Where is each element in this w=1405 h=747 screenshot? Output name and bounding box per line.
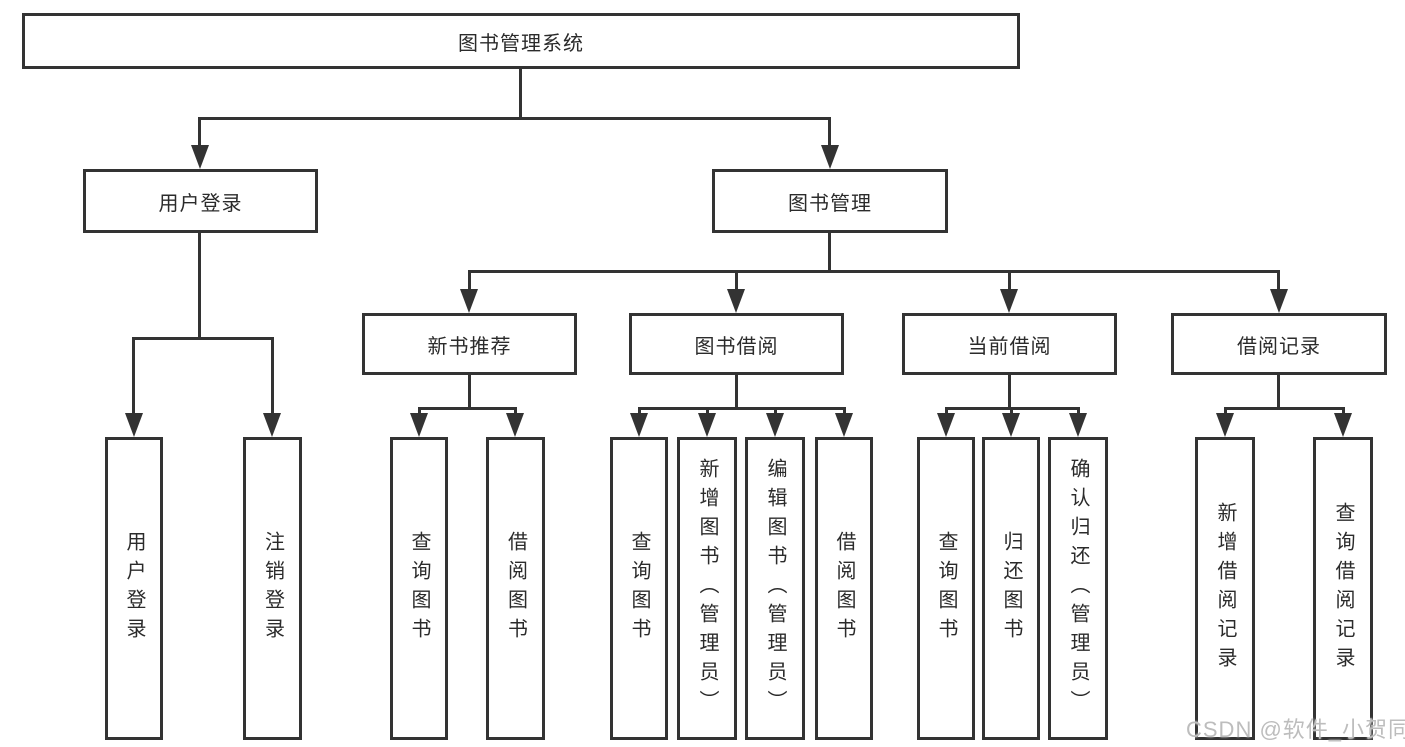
arrowhead-down-icon: [191, 145, 209, 169]
node-new-book-recommend: 新书推荐: [362, 313, 577, 375]
leaf-label: 注销登录: [261, 530, 284, 647]
connector-line: [828, 117, 831, 147]
connector-line: [638, 407, 641, 416]
node-library-management-system: 图书管理系统: [22, 13, 1020, 69]
connector-line: [1224, 407, 1227, 416]
connector-line: [774, 407, 777, 416]
arrowhead-down-icon: [460, 289, 478, 313]
connector-line: [133, 337, 274, 340]
connector-line: [418, 407, 517, 410]
leaf-label: 查询图书: [408, 530, 430, 647]
arrowhead-down-icon: [506, 413, 524, 437]
leaf-label: 查询图书: [628, 530, 650, 647]
leaf-label: 新增图书（管理员）: [696, 458, 718, 719]
leaf-query-books-borrowing: 查询图书: [610, 437, 668, 740]
arrowhead-down-icon: [410, 413, 428, 437]
leaf-label: 查询图书: [935, 530, 957, 647]
connector-line: [945, 407, 948, 416]
connector-line: [1224, 407, 1344, 410]
arrowhead-down-icon: [1216, 413, 1234, 437]
connector-line: [468, 375, 471, 410]
leaf-confirm-return-admin: 确认归还（管理员）: [1048, 437, 1108, 740]
node-label: 用户登录: [158, 192, 243, 215]
node-user-login: 用户登录: [83, 169, 318, 233]
connector-line: [1277, 270, 1280, 291]
arrowhead-down-icon: [1334, 413, 1352, 437]
leaf-label: 借阅图书: [833, 530, 855, 647]
arrowhead-down-icon: [835, 413, 853, 437]
arrowhead-down-icon: [937, 413, 955, 437]
connector-line: [198, 117, 201, 147]
leaf-logout: 注销登录: [243, 437, 302, 740]
connector-line: [1008, 270, 1011, 291]
leaf-return-books: 归还图书: [982, 437, 1040, 740]
leaf-edit-book-admin: 编辑图书（管理员）: [745, 437, 805, 740]
arrowhead-down-icon: [1270, 289, 1288, 313]
connector-line: [468, 270, 471, 291]
leaf-query-borrow-record: 查询借阅记录: [1313, 437, 1373, 740]
leaf-query-books-current: 查询图书: [917, 437, 975, 740]
arrowhead-down-icon: [1000, 289, 1018, 313]
connector-line: [1008, 375, 1011, 410]
node-borrow-records: 借阅记录: [1171, 313, 1387, 375]
node-label: 图书管理系统: [458, 32, 584, 55]
connector-line: [638, 407, 846, 410]
connector-line: [735, 270, 738, 291]
connector-line: [519, 69, 522, 120]
arrowhead-down-icon: [630, 413, 648, 437]
node-label: 借阅记录: [1237, 335, 1321, 358]
arrowhead-down-icon: [821, 145, 839, 169]
connector-line: [1342, 407, 1345, 416]
leaf-label: 借阅图书: [504, 530, 527, 647]
node-label: 当前借阅: [967, 335, 1052, 358]
csdn-watermark: CSDN @软件_小贺同学: [1186, 717, 1405, 742]
node-book-borrowing: 图书借阅: [629, 313, 844, 375]
leaf-label: 编辑图书（管理员）: [764, 458, 786, 719]
connector-line: [1010, 407, 1013, 416]
leaf-user-login: 用户登录: [105, 437, 163, 740]
connector-line: [132, 337, 135, 415]
leaf-label: 新增借阅记录: [1214, 501, 1236, 676]
connector-line: [735, 375, 738, 410]
arrowhead-down-icon: [1069, 413, 1087, 437]
arrowhead-down-icon: [698, 413, 716, 437]
node-label: 新书推荐: [427, 335, 512, 358]
connector-line: [843, 407, 846, 416]
node-label: 图书管理: [788, 192, 872, 215]
connector-line: [271, 337, 274, 415]
connector-line: [514, 407, 517, 416]
leaf-label: 归还图书: [1000, 530, 1022, 647]
arrowhead-down-icon: [263, 413, 281, 437]
connector-line: [1077, 407, 1080, 416]
node-book-management: 图书管理: [712, 169, 948, 233]
arrowhead-down-icon: [1002, 413, 1020, 437]
leaf-borrow-books-borrowing: 借阅图书: [815, 437, 873, 740]
node-label: 图书借阅: [694, 335, 779, 358]
leaf-add-book-admin: 新增图书（管理员）: [677, 437, 737, 740]
leaf-add-borrow-record: 新增借阅记录: [1195, 437, 1255, 740]
leaf-label: 确认归还（管理员）: [1067, 458, 1089, 719]
connector-line: [199, 117, 831, 120]
connector-line: [198, 233, 201, 340]
connector-line: [1277, 375, 1280, 410]
leaf-borrow-books-recommend: 借阅图书: [486, 437, 545, 740]
leaf-label: 用户登录: [123, 530, 145, 647]
node-current-borrowing: 当前借阅: [902, 313, 1117, 375]
connector-line: [828, 233, 831, 272]
leaf-label: 查询借阅记录: [1332, 501, 1354, 676]
connector-line: [418, 407, 421, 416]
arrowhead-down-icon: [727, 289, 745, 313]
connector-line: [468, 270, 1280, 273]
connector-line: [706, 407, 709, 416]
arrowhead-down-icon: [766, 413, 784, 437]
leaf-query-books-recommend: 查询图书: [390, 437, 448, 740]
arrowhead-down-icon: [125, 413, 143, 437]
